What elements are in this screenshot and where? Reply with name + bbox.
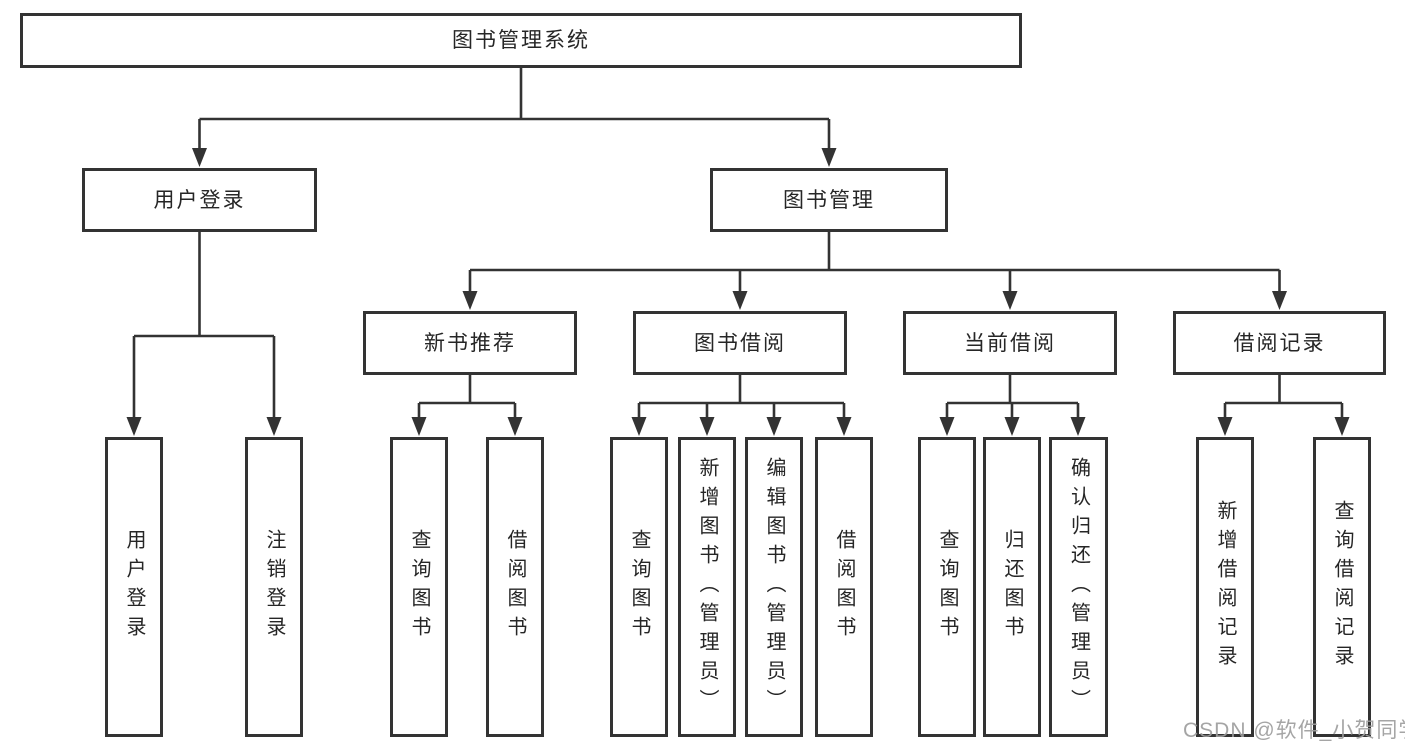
node-current-borrowing: 当前借阅 (903, 311, 1117, 375)
node-book-management: 图书管理 (710, 168, 948, 232)
node-label: 当前借阅 (964, 331, 1056, 355)
leaf-query-books-recommend: 查询图书 (390, 437, 448, 737)
node-label: 新书推荐 (424, 331, 516, 355)
leaf-label: 借阅图书 (833, 529, 855, 645)
leaf-label: 确认归还（管理员） (1067, 456, 1090, 718)
node-label: 图书借阅 (694, 331, 786, 355)
leaf-query-books-current: 查询图书 (918, 437, 976, 737)
leaf-edit-books-admin: 编辑图书（管理员） (745, 437, 803, 737)
leaf-label: 查询图书 (936, 529, 958, 645)
leaf-label: 新增借阅记录 (1214, 500, 1236, 674)
leaf-label: 新增图书（管理员） (696, 456, 718, 718)
leaf-label: 查询图书 (628, 529, 650, 645)
node-label: 图书管理系统 (452, 29, 590, 52)
leaf-label: 用户登录 (123, 529, 145, 645)
leaf-label: 编辑图书（管理员） (763, 456, 785, 718)
node-label: 借阅记录 (1233, 331, 1326, 355)
leaf-query-borrow-record: 查询借阅记录 (1313, 437, 1371, 737)
leaf-label: 注销登录 (263, 529, 285, 645)
node-library-management-system: 图书管理系统 (20, 13, 1022, 68)
leaf-user-login: 用户登录 (105, 437, 163, 737)
leaf-return-books: 归还图书 (983, 437, 1041, 737)
leaf-add-borrow-record: 新增借阅记录 (1196, 437, 1254, 737)
arrowheads (126, 148, 1350, 436)
leaf-label: 归还图书 (1001, 529, 1023, 645)
leaf-borrow-books-borrowing: 借阅图书 (815, 437, 873, 737)
leaf-label: 查询图书 (408, 529, 430, 645)
leaf-add-books-admin: 新增图书（管理员） (678, 437, 736, 737)
leaf-logout: 注销登录 (245, 437, 303, 737)
node-book-borrowing: 图书借阅 (633, 311, 847, 375)
node-borrowing-records: 借阅记录 (1173, 311, 1386, 375)
node-user-login: 用户登录 (82, 168, 317, 232)
node-label: 用户登录 (153, 188, 246, 212)
leaf-label: 查询借阅记录 (1331, 500, 1353, 674)
watermark-csdn: CSDN @软件_小贺同学 (1183, 719, 1405, 742)
node-new-book-recommendation: 新书推荐 (363, 311, 577, 375)
leaf-confirm-return-admin: 确认归还（管理员） (1049, 437, 1108, 737)
leaf-borrow-books-recommend: 借阅图书 (486, 437, 544, 737)
leaf-query-books-borrowing: 查询图书 (610, 437, 668, 737)
node-label: 图书管理 (783, 188, 875, 212)
leaf-label: 借阅图书 (504, 529, 526, 645)
